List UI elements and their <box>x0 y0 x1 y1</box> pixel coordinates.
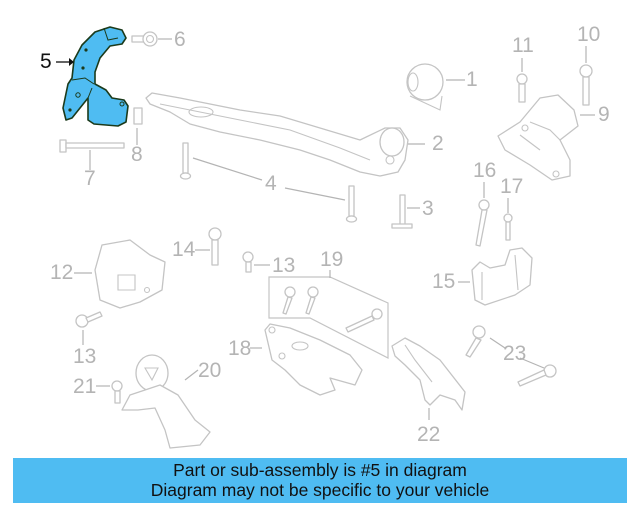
callout-12: 12 <box>50 261 74 284</box>
part-9-mount[interactable] <box>497 94 579 181</box>
callout-5: 5 <box>40 50 52 73</box>
banner-line-disclaimer: Diagram may not be specific to your vehi… <box>150 480 490 500</box>
part-4-bolts[interactable] <box>179 142 358 223</box>
callout-1: 1 <box>466 68 478 91</box>
part-3-t-bolt[interactable] <box>391 194 413 229</box>
callout-16: 16 <box>473 159 497 182</box>
callout-9: 9 <box>598 103 610 126</box>
part-6-bolt[interactable] <box>131 31 158 47</box>
part-14-bolt[interactable] <box>208 227 222 266</box>
part-23-bolts[interactable] <box>465 325 557 387</box>
part-20-mount[interactable] <box>121 354 211 449</box>
diagram-artwork <box>56 26 595 449</box>
info-banner: Part or sub-assembly is #5 in diagram Di… <box>13 458 627 503</box>
part-19-bolt-kit[interactable] <box>268 276 389 359</box>
part-18-bracket[interactable] <box>264 323 363 396</box>
callout-22: 22 <box>417 423 441 446</box>
part-21-bolt[interactable] <box>111 380 123 404</box>
callout-15: 15 <box>432 270 456 293</box>
callout-14: 14 <box>172 238 196 261</box>
callout-10: 10 <box>577 23 601 46</box>
part-13-bolt-lower[interactable] <box>75 311 103 328</box>
callout-17: 17 <box>500 175 524 198</box>
part-17-bolt[interactable] <box>503 213 513 241</box>
callout-11: 11 <box>512 34 534 57</box>
part-1-mount[interactable] <box>406 63 444 111</box>
parts-diagram: 5 6 7 8 1 2 3 4 9 10 11 12 13 13 14 15 1… <box>40 23 610 449</box>
banner-line-part-number: Part or sub-assembly is #5 in diagram <box>173 460 467 480</box>
part-15-bracket[interactable] <box>471 247 533 306</box>
part-12-mount[interactable] <box>94 239 166 309</box>
callout-19: 19 <box>320 248 344 271</box>
callout-20: 20 <box>198 359 222 382</box>
part-2-crossmember[interactable] <box>145 92 409 177</box>
part-7-long-bolt[interactable] <box>59 139 125 153</box>
callout-6: 6 <box>174 28 186 51</box>
part-11-bolt[interactable] <box>516 73 528 103</box>
part-16-bolt[interactable] <box>475 199 490 247</box>
callout-8: 8 <box>131 143 143 166</box>
part-5-highlighted-bracket[interactable] <box>62 26 129 127</box>
callout-23: 23 <box>503 342 527 365</box>
callout-4: 4 <box>265 172 277 195</box>
part-22-bracket[interactable] <box>391 337 466 411</box>
callout-3: 3 <box>422 197 434 220</box>
part-10-bolt[interactable] <box>579 64 593 106</box>
callout-18: 18 <box>228 337 252 360</box>
callout-13-upper: 13 <box>272 254 296 277</box>
part-13-bolt-upper[interactable] <box>242 251 254 273</box>
callout-7: 7 <box>84 167 96 190</box>
callout-2: 2 <box>432 132 444 155</box>
part-8-nut[interactable] <box>133 107 143 125</box>
callout-21: 21 <box>73 375 97 398</box>
callout-13-lower: 13 <box>73 345 97 368</box>
